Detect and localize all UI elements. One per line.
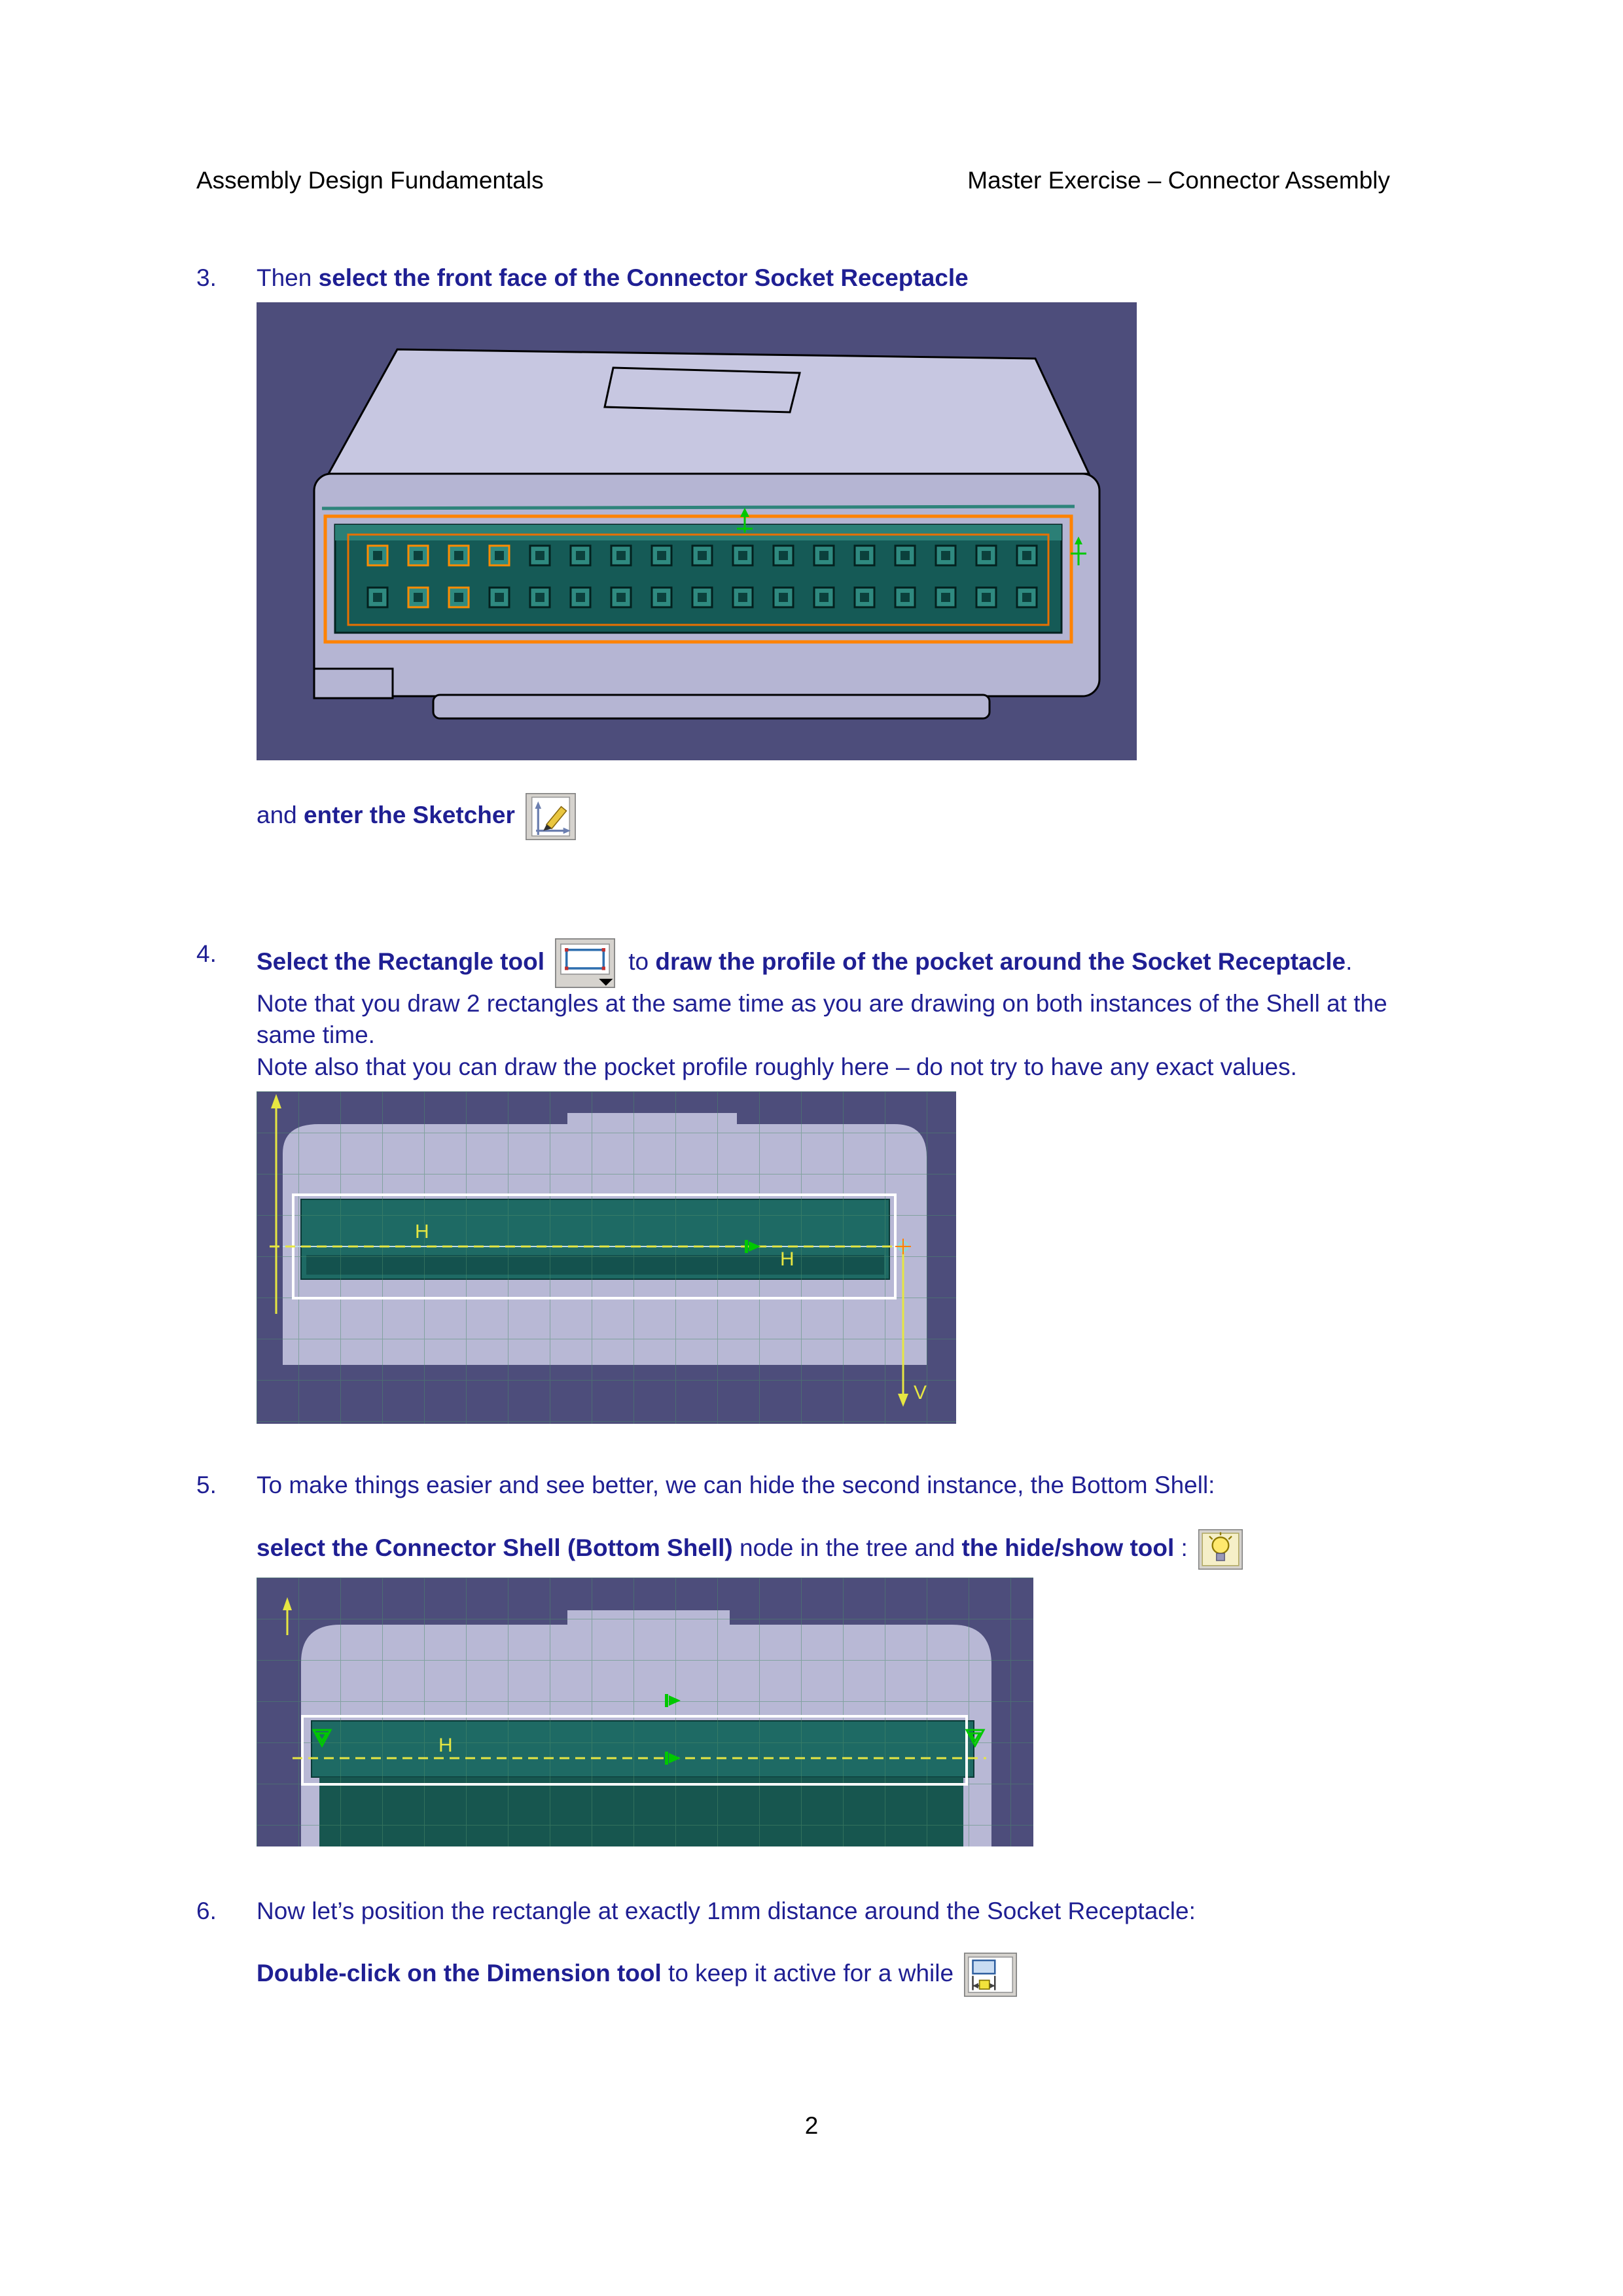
v-axis-left [271,1094,281,1315]
step-3-number: 3. [196,264,217,291]
step-4-note-1: Note that you draw 2 rectangles at the s… [257,989,1387,1049]
dropdown-arrow-icon [599,978,613,986]
step-4-bold-b: draw the profile of the pocket around th… [655,947,1346,975]
step-5: 5. To make things easier and see better,… [196,1470,1427,1846]
cad-image-sketch-rectangles: V H H [257,1091,1427,1424]
step-3-body: Then select the front face of the Connec… [257,262,1427,840]
step-6-body: Now let’s position the rectangle at exac… [257,1896,1427,1997]
step-6-bold-a: Double-click on the Dimension tool [257,1959,662,1987]
step-4-bold-a: Select the Rectangle tool [257,947,544,975]
page-header: Assembly Design Fundamentals Master Exer… [196,165,1390,197]
header-right-title: Master Exercise – Connector Assembly [967,167,1390,194]
header-left-title: Assembly Design Fundamentals [196,167,544,194]
sketched-rectangle [301,1714,968,1786]
v-axis-top [283,1597,292,1635]
step-3-lead: Then select the front face of the Connec… [257,262,1427,294]
coincidence-constraint-icon [312,1729,332,1748]
step-5-normal-a: node in the tree and [732,1534,962,1561]
socket-top-band [335,524,1061,540]
step-4-note-2: Note also that you can draw the pocket p… [257,1053,1297,1081]
step-4-normal-a: to [622,947,656,975]
step-3: 3. Then select the front face of the Con… [196,262,1427,840]
sketch-grid [257,1091,956,1424]
step-4: 4. Select the Rectangle tool to draw the… [196,938,1427,1424]
origin-marker-icon [895,1239,911,1255]
step-6-normal-a: to keep it active for a while [661,1959,954,1987]
step-5-bold-b: the hide/show tool [961,1534,1175,1561]
v-axis-right: V [898,1246,927,1407]
cad-sketch-svg: V H H [257,1091,956,1424]
step-4-normal-b: . [1346,947,1353,975]
axis-marker-icon [737,507,753,533]
axis-marker-icon [1071,536,1086,565]
dimension-tool-icon [964,1952,1018,1997]
sketcher-line-normal: and [257,801,304,828]
step-5-bold-a: select the Connector Shell (Bottom Shell… [257,1534,733,1561]
step-5-intro: To make things easier and see better, we… [257,1472,1215,1499]
socket-receptacle-cavity [334,523,1063,634]
coincidence-constraint-icon [965,1729,986,1748]
constraint-marker-icon [665,1751,681,1765]
step-6: 6. Now let’s position the rectangle at e… [196,1896,1427,1997]
sketcher-line-bold: enter the Sketcher [304,801,515,828]
step-5-body: To make things easier and see better, we… [257,1470,1427,1846]
v-axis-label: V [914,1382,927,1404]
sketch-grid [257,1577,1033,1846]
step-3-lead-normal: Then [257,264,319,291]
page-content: Assembly Design Fundamentals Master Exer… [196,165,1427,1997]
step-6-intro: Now let’s position the rectangle at exac… [257,1897,1196,1924]
step-3-lead-bold: select the front face of the Connector S… [318,264,969,291]
selection-highlight-outer [323,514,1073,644]
step-5-normal-b: : [1174,1534,1188,1561]
step-6-action: Double-click on the Dimension tool to ke… [257,1952,1427,1997]
h-axis-label: H [780,1248,794,1270]
sketcher-line: and enter the Sketcher [257,792,1427,840]
cad-hidden-shell-svg: H [257,1577,1033,1846]
cad-front-face-svg [257,302,1137,760]
step-4-body: Select the Rectangle tool to draw the pr… [257,938,1427,1424]
sketcher-icon [525,792,576,840]
step-5-action: select the Connector Shell (Bottom Shell… [257,1529,1427,1570]
selection-highlight-inner [347,533,1050,626]
constraint-marker-icon [745,1240,760,1254]
h-axis-label: H [415,1221,429,1243]
cad-image-hidden-shell: H [257,1577,1427,1846]
step-6-number: 6. [196,1897,217,1924]
step-4-lead: Select the Rectangle tool to draw the pr… [257,938,1427,988]
cad-image-front-face [257,302,1427,760]
page-number: 2 [804,2112,819,2139]
step-4-number: 4. [196,940,217,967]
constraint-marker-icon [665,1693,681,1707]
hide-show-icon [1198,1529,1243,1570]
h-axis-label: H [438,1735,453,1756]
shell-seam-line [321,504,1075,510]
highlighted-pins [366,544,510,609]
step-5-number: 5. [196,1472,217,1499]
rectangle-tool-icon [555,938,615,988]
